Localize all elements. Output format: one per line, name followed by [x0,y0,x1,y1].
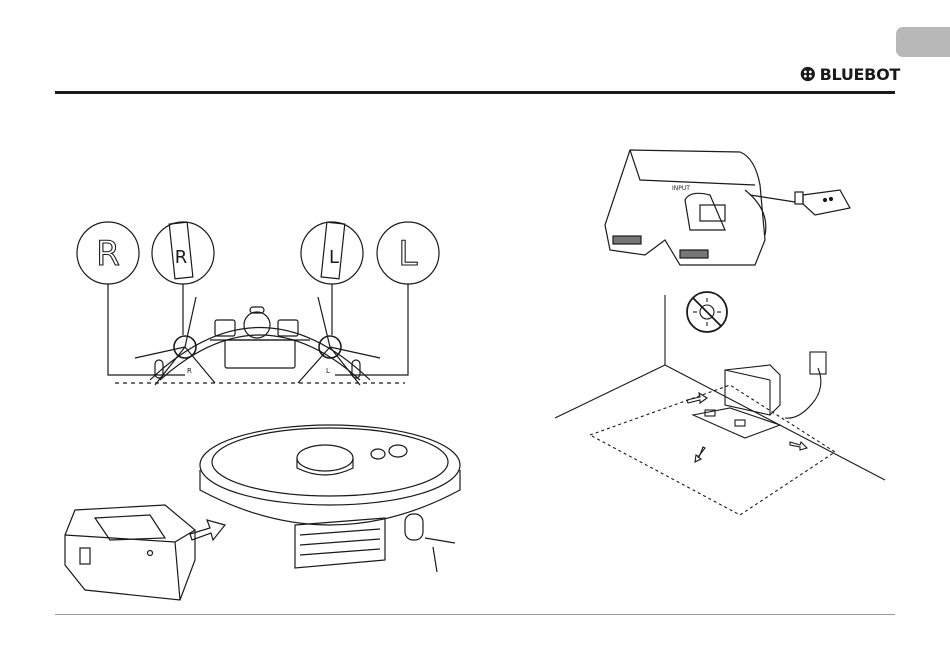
dock-placement-illustration [555,290,905,520]
dock-body [605,150,765,265]
language-tab [896,27,950,57]
side-brush-left [298,297,380,385]
brush-detail-label-l: L [329,247,339,268]
charging-contact-right [680,250,708,258]
dustbin-insert-illustration [55,410,475,610]
charging-contact-left [613,236,641,244]
header-rule [55,91,895,94]
side-brush-illustration: R R L L R L [60,215,480,400]
brush-label-r: R [96,234,120,274]
footer-rule [55,614,895,615]
wall-socket [810,352,826,374]
brand-logo: BLUEBOT [800,60,900,88]
clearance-area [590,385,835,515]
arrow-icon [790,442,807,450]
arrow-icon [695,447,705,462]
charging-dock [693,365,780,438]
bin-slot [295,518,385,568]
chassis-label-l: L [326,367,330,375]
dustbin [65,505,195,600]
bluebot-logo-icon [800,63,816,85]
robot-top-outline [200,425,460,505]
brush-detail-label-r: R [175,247,188,268]
brush-label-l: L [399,234,418,274]
brand-name: BLUEBOT [820,65,900,84]
dock-port-label: INPUT [672,185,690,192]
chassis-label-r: R [187,367,192,375]
power-adapter [795,190,850,215]
charging-dock-illustration: INPUT [595,140,875,280]
no-sunlight-icon [687,292,727,332]
lidar-turret [297,445,353,471]
